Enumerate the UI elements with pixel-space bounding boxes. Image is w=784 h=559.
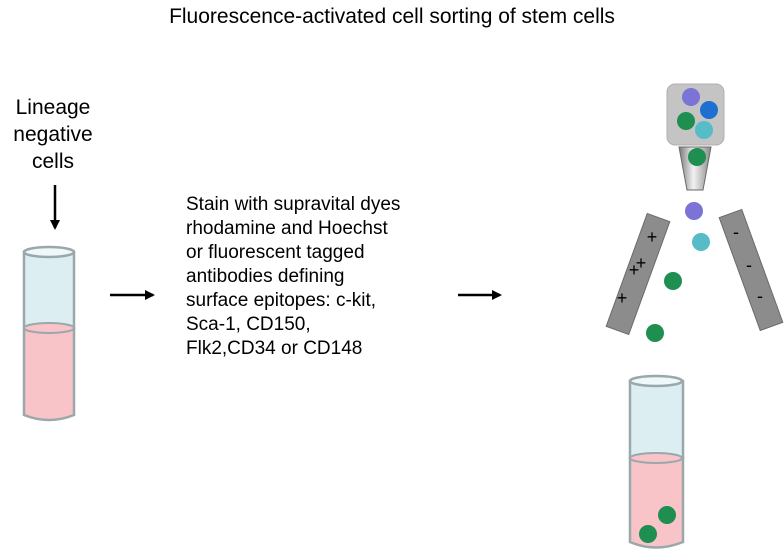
description-line-3: or fluorescent tagged [186,242,365,263]
collection-test-tube [628,374,685,549]
positive-deflection-plate [605,212,671,336]
teal-cell [692,233,710,251]
green-cell [688,148,706,166]
green-cell [677,112,695,130]
cells [639,88,718,543]
lineage-label-line-1: Lineage [15,96,91,119]
plus-sign: + [647,227,658,247]
lineage-label-line-3: cells [31,150,74,173]
diagram-title: Fluorescence-activated cell sorting of s… [169,5,615,28]
plus-sign: + [617,288,628,308]
input-tube-liquid-surface [23,322,75,334]
description-line-1: Stain with supravital dyes [186,194,401,215]
green-cell [658,506,676,524]
green-cell [646,324,664,342]
negative-deflection-plate [718,208,784,332]
minus-sign: - [733,222,739,242]
input-tube-body-bottom [22,326,76,422]
description-line-7: Flk2,CD34 or CD148 [186,338,363,359]
input-tube-rim [22,245,76,259]
description-line-6: Sca-1, CD150, [186,314,311,335]
green-cell [639,525,657,543]
collection-tube-rim [628,374,684,388]
minus-sign: - [746,255,752,275]
staining-description: Stain with supravital dyes rhodamine and… [186,193,486,361]
teal-cell [695,121,713,139]
description-line-2: rhodamine and Hoechst [186,218,388,239]
plus-sign: + [636,253,647,273]
collection-tube-body-top [628,379,685,460]
purple-cell [685,202,703,220]
collection-tube-body-bottom [628,456,685,549]
minus-sign: - [757,286,763,306]
description-line-4: antibodies defining [186,266,345,287]
lineage-label-line-2: negative [13,123,93,146]
input-tube-body-top [22,250,76,330]
blue-cell [700,101,718,119]
collection-tube-liquid-surface [629,452,683,464]
purple-cell [682,88,700,106]
plus-sign: + [629,260,640,280]
lineage-negative-label: Lineage negative cells [8,94,98,175]
green-cell [664,272,682,290]
description-line-5: surface epitopes: c-kit, [186,290,377,311]
input-test-tube [22,245,76,422]
